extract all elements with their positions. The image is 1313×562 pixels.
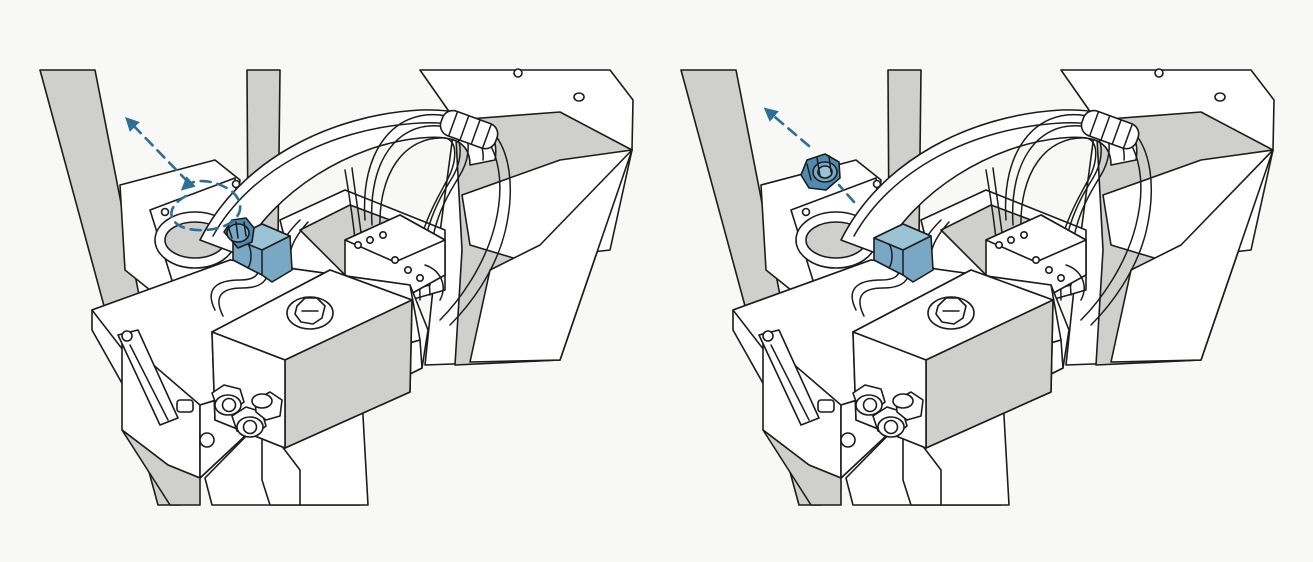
- removal-arrow: [125, 116, 190, 184]
- gland-nut-removed: [800, 153, 841, 191]
- panel-step-2: [680, 68, 1275, 506]
- panel-step-1: [39, 68, 634, 506]
- rotate-arrow: [170, 176, 242, 232]
- assembly-illustration: [39, 68, 634, 506]
- assembly-illustration: [680, 68, 1275, 506]
- pull-arrow: [763, 107, 856, 204]
- gland-nut: [223, 217, 255, 249]
